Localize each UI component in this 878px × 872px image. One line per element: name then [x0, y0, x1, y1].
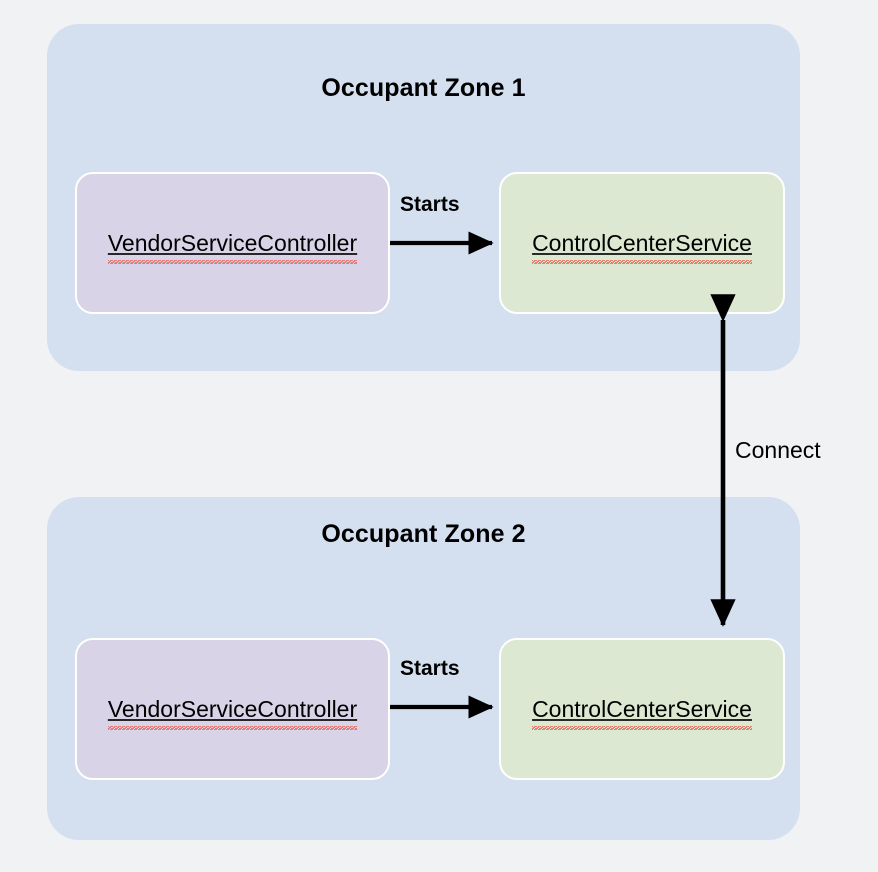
node-control-center-service-zone-1[interactable]: ControlCenterService: [499, 172, 785, 314]
node-control-center-service-zone-2[interactable]: ControlCenterService: [499, 638, 785, 780]
edge-label-connect: Connect: [735, 437, 821, 463]
node-label: ControlCenterService: [532, 695, 752, 730]
zone-1-title: Occupant Zone 1: [321, 74, 526, 102]
zone-occupant-zone-2[interactable]: Occupant Zone 2 VendorServiceController …: [47, 497, 800, 840]
node-label: ControlCenterService: [532, 229, 752, 264]
edge-label-starts-zone-2: Starts: [400, 657, 460, 680]
node-label: VendorServiceController: [107, 229, 358, 264]
node-vendor-service-controller-zone-1[interactable]: VendorServiceController: [75, 172, 390, 314]
zone-occupant-zone-1[interactable]: Occupant Zone 1 VendorServiceController …: [47, 24, 800, 371]
edge-label-starts-zone-1: Starts: [400, 193, 460, 216]
node-vendor-service-controller-zone-2[interactable]: VendorServiceController: [75, 638, 390, 780]
zone-2-title: Occupant Zone 2: [321, 520, 526, 548]
node-label: VendorServiceController: [107, 695, 358, 730]
